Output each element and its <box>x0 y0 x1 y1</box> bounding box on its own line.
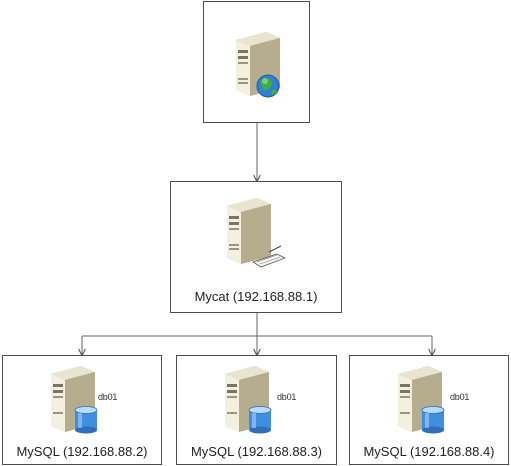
mycat-node[interactable]: Mycat (192.168.88.1) <box>170 181 342 313</box>
mysql-node-1[interactable]: db01 MySQL (192.168.88.2) <box>2 355 162 465</box>
mycat-server-icon <box>227 198 286 268</box>
mysql-2-db-label: db01 <box>277 392 297 402</box>
database-server-icon <box>398 366 445 434</box>
web-server-icon <box>236 32 280 98</box>
database-server-icon <box>51 366 98 434</box>
mysql-node-2[interactable]: db01 MySQL (192.168.88.3) <box>176 355 337 465</box>
mysql-2-label: MySQL (192.168.88.3) <box>190 444 323 459</box>
mysql-node-3[interactable]: db01 MySQL (192.168.88.4) <box>349 355 509 465</box>
mysql-3-db-label: db01 <box>450 392 470 402</box>
database-server-icon <box>225 366 272 434</box>
web-server-node[interactable] <box>203 1 310 123</box>
mycat-label: Mycat (192.168.88.1) <box>194 289 318 304</box>
mysql-3-label: MySQL (192.168.88.4) <box>363 444 495 459</box>
mysql-1-db-label: db01 <box>98 392 118 402</box>
mysql-1-label: MySQL (192.168.88.2) <box>16 444 148 459</box>
